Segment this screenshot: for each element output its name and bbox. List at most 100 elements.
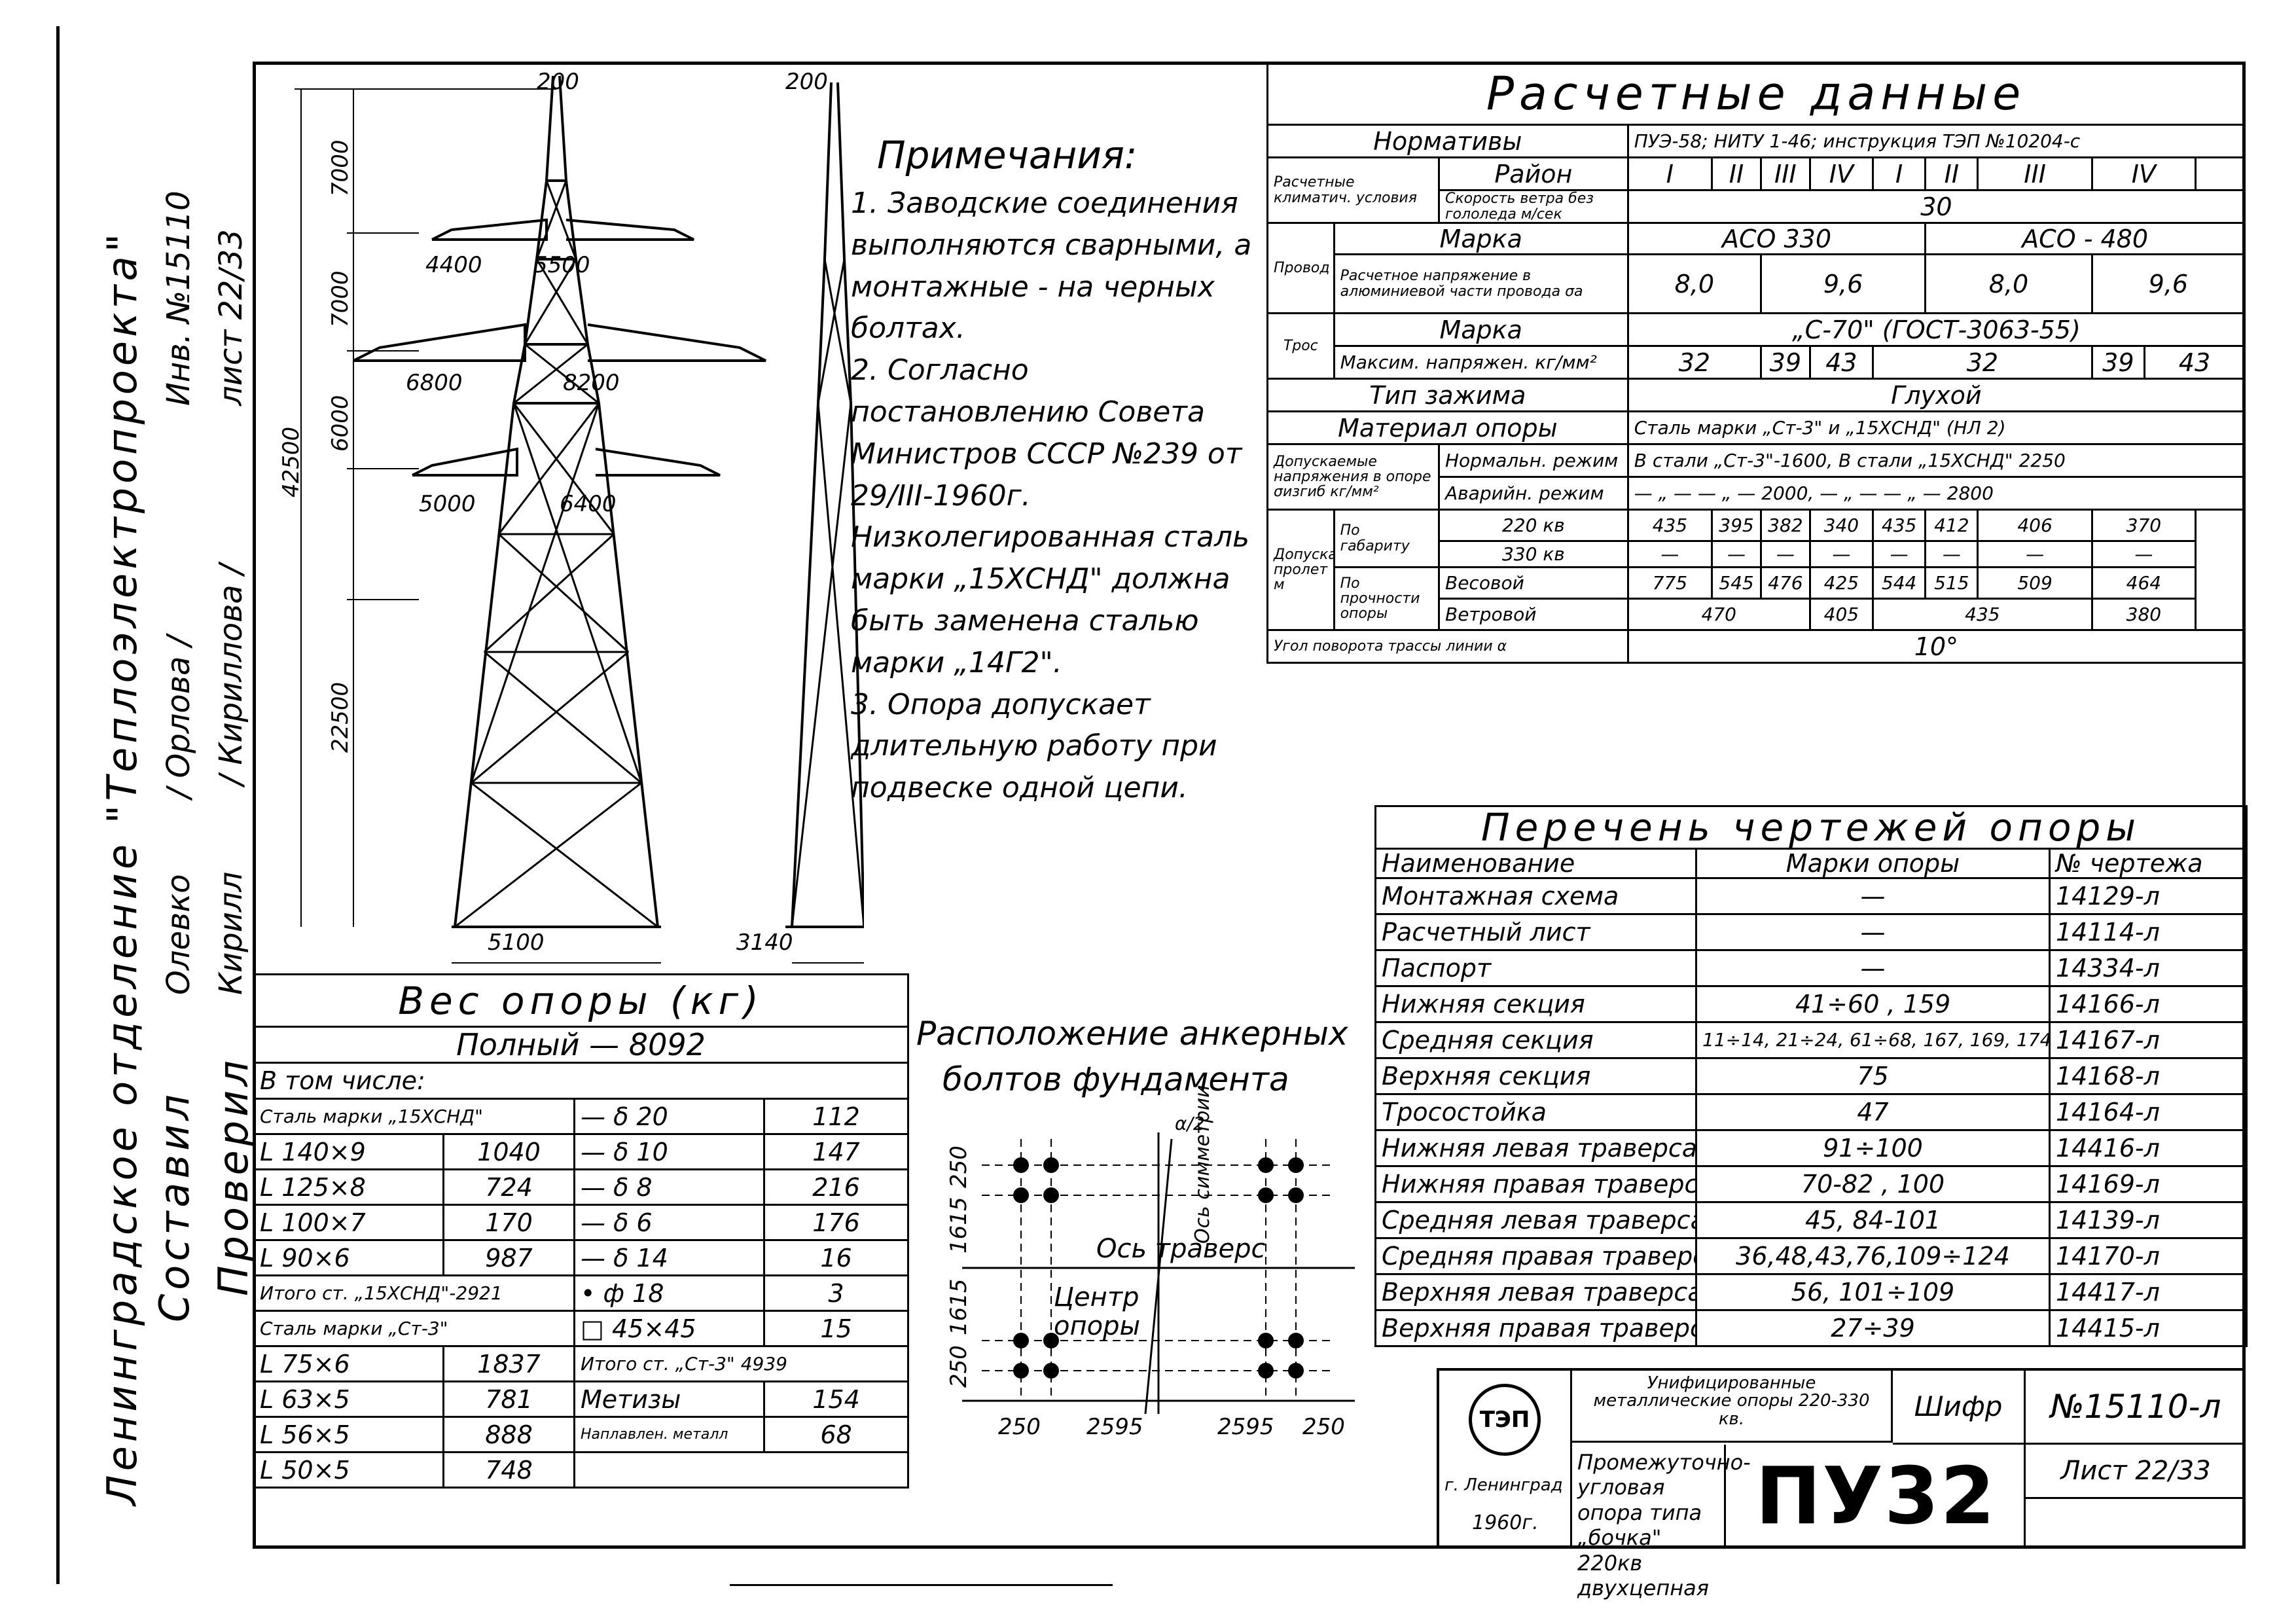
weight-span-4: 425 bbox=[1808, 566, 1874, 600]
stamp-city: г. Ленинград bbox=[1444, 1475, 1563, 1495]
kv220-1: 435 bbox=[1626, 509, 1713, 542]
stamp-code: ПУ32 bbox=[1728, 1445, 2026, 1549]
drawing-marks: — bbox=[1695, 913, 2051, 951]
dim-h3: 6000 bbox=[327, 395, 353, 452]
wind-span-label: Ветровой bbox=[1438, 598, 1629, 631]
kv330-4: — bbox=[1808, 540, 1874, 568]
anchor-traverse-axis: Ось траверс bbox=[1096, 1234, 1266, 1264]
dim-lower-left-arm: 5000 bbox=[419, 491, 476, 517]
drawing-name: Верхняя левая траверса bbox=[1374, 1273, 1697, 1311]
material-label: Материал опоры bbox=[1266, 410, 1629, 445]
plate-profile: • ф 18 bbox=[573, 1274, 765, 1312]
wire-mark-b: АСО - 480 bbox=[1924, 222, 2246, 255]
district-3: III bbox=[1759, 156, 1811, 191]
weight-span-6: 515 bbox=[1924, 566, 1979, 600]
drawing-name: Средняя левая траверса bbox=[1374, 1201, 1697, 1239]
bottom-rule bbox=[730, 1584, 1113, 1586]
kv330-1: — bbox=[1626, 540, 1713, 568]
plate-profile: — δ 10 bbox=[573, 1133, 765, 1170]
wind-span-3: 435 bbox=[1872, 598, 2093, 631]
drawing-number: 14169-л bbox=[2048, 1165, 2248, 1203]
cable-label: Трос bbox=[1266, 312, 1335, 380]
dim-lower-right-arm: 6400 bbox=[560, 491, 617, 517]
plate-profile: — δ 20 bbox=[573, 1098, 765, 1135]
drawing-number: 14416-л bbox=[2048, 1129, 2248, 1167]
stamp-year: 1960г. bbox=[1472, 1511, 1539, 1534]
drawings-title: Перечень чертежей опоры bbox=[1374, 805, 2248, 850]
stress-2: 9,6 bbox=[1759, 253, 1927, 314]
stamp-number: №15110-л bbox=[2026, 1371, 2246, 1445]
drawing-name: Нижняя правая траверса bbox=[1374, 1165, 1697, 1203]
hardware-weight: 154 bbox=[763, 1380, 909, 1418]
kv330-label: 330 кв bbox=[1438, 540, 1629, 568]
normal-mode-value: В стали „Ст-3"-1600, В стали „15ХСНД" 22… bbox=[1626, 443, 2246, 478]
steel2-profile: L 63×5 bbox=[253, 1380, 444, 1418]
drawings-header-number: № чертежа bbox=[2048, 848, 2248, 879]
steel1-profile: L 90×6 bbox=[253, 1239, 444, 1276]
kv220-8: 370 bbox=[2090, 509, 2197, 542]
drawing-marks: 36,48,43,76,109÷124 bbox=[1695, 1237, 2051, 1275]
steel1-weight: 724 bbox=[442, 1168, 575, 1206]
drawing-marks: 75 bbox=[1695, 1057, 2051, 1095]
steel1-weight: 1040 bbox=[442, 1133, 575, 1170]
checker-label: Проверил bbox=[209, 1056, 257, 1296]
district-5: I bbox=[1872, 156, 1927, 191]
cable-stress-1: 32 bbox=[1626, 345, 1762, 380]
composer-label: Составил bbox=[151, 1091, 198, 1322]
stamp-cipher-label: Шифр bbox=[1893, 1371, 2026, 1445]
stamp-description: Промежуточно-угловая опора типа „бочка" … bbox=[1572, 1445, 1751, 1600]
plate-profile: — δ 8 bbox=[573, 1168, 765, 1206]
kv220-6: 412 bbox=[1924, 509, 1979, 542]
plate-weight: 216 bbox=[763, 1168, 909, 1206]
drawing-name: Тросостойка bbox=[1374, 1093, 1697, 1131]
anchor-center-label: Центр опоры bbox=[1054, 1282, 1141, 1341]
steel2-label: Сталь марки „Ст-3" bbox=[253, 1310, 575, 1347]
drawings-row: Расчетный лист—14114-л bbox=[1374, 913, 2248, 951]
drawing-number: 14170-л bbox=[2048, 1237, 2248, 1275]
anchor-title-line2: болтов фундамента bbox=[942, 1060, 1289, 1098]
anchor-dim-v3: 1615 bbox=[946, 1278, 972, 1335]
cable-stress-4: 32 bbox=[1872, 345, 2093, 380]
cable-mark-label: Марка bbox=[1333, 312, 1629, 347]
stress-3: 8,0 bbox=[1924, 253, 2093, 314]
steel2-profile: L 50×5 bbox=[253, 1451, 444, 1489]
drawing-number: 14168-л bbox=[2048, 1057, 2248, 1095]
note-item-3: 3. Опора допускает длительную работу при… bbox=[851, 687, 1217, 805]
anchor-dim-v2: 1615 bbox=[946, 1197, 972, 1254]
checker-signature: Кирилл bbox=[213, 871, 249, 995]
drawing-marks: 47 bbox=[1695, 1093, 2051, 1131]
wind-span-2: 405 bbox=[1808, 598, 1874, 631]
wire-mark-a: АСО 330 bbox=[1626, 222, 1927, 255]
cable-stress-2: 39 bbox=[1759, 345, 1811, 380]
drawing-number: 14114-л bbox=[2048, 913, 2248, 951]
plate-weight: 16 bbox=[763, 1239, 909, 1276]
plate-weight: 112 bbox=[763, 1098, 909, 1135]
anchor-alpha-label: α/2 bbox=[1175, 1113, 1205, 1134]
dim-base-side: 3140 bbox=[736, 929, 793, 956]
dim-top-front: 200 bbox=[537, 69, 579, 95]
wind-label: Скорость ветра без гололеда м/сек bbox=[1438, 189, 1629, 224]
anchor-dim-h3: 2595 bbox=[1217, 1414, 1274, 1440]
plate-weight: 3 bbox=[763, 1274, 909, 1312]
drawing-number: 14167-л bbox=[2048, 1021, 2248, 1059]
anchor-dim-h4: 250 bbox=[1302, 1414, 1345, 1440]
drawing-marks: 27÷39 bbox=[1695, 1309, 2051, 1347]
wind-span-1: 470 bbox=[1626, 598, 1811, 631]
drawing-number: 14139-л bbox=[2048, 1201, 2248, 1239]
plate-weight: 147 bbox=[763, 1133, 909, 1170]
dim-upper-right-arm: 5500 bbox=[533, 252, 590, 278]
stamp-unified: Унифицированные металлические опоры 220-… bbox=[1572, 1371, 1893, 1443]
stress-label: Расчетное напряжение в алюминиевой части… bbox=[1333, 253, 1629, 314]
kv330-8: — bbox=[2090, 540, 2197, 568]
material-value: Сталь марки „Ст-3" и „15ХСНД" (НЛ 2) bbox=[1626, 410, 2246, 445]
